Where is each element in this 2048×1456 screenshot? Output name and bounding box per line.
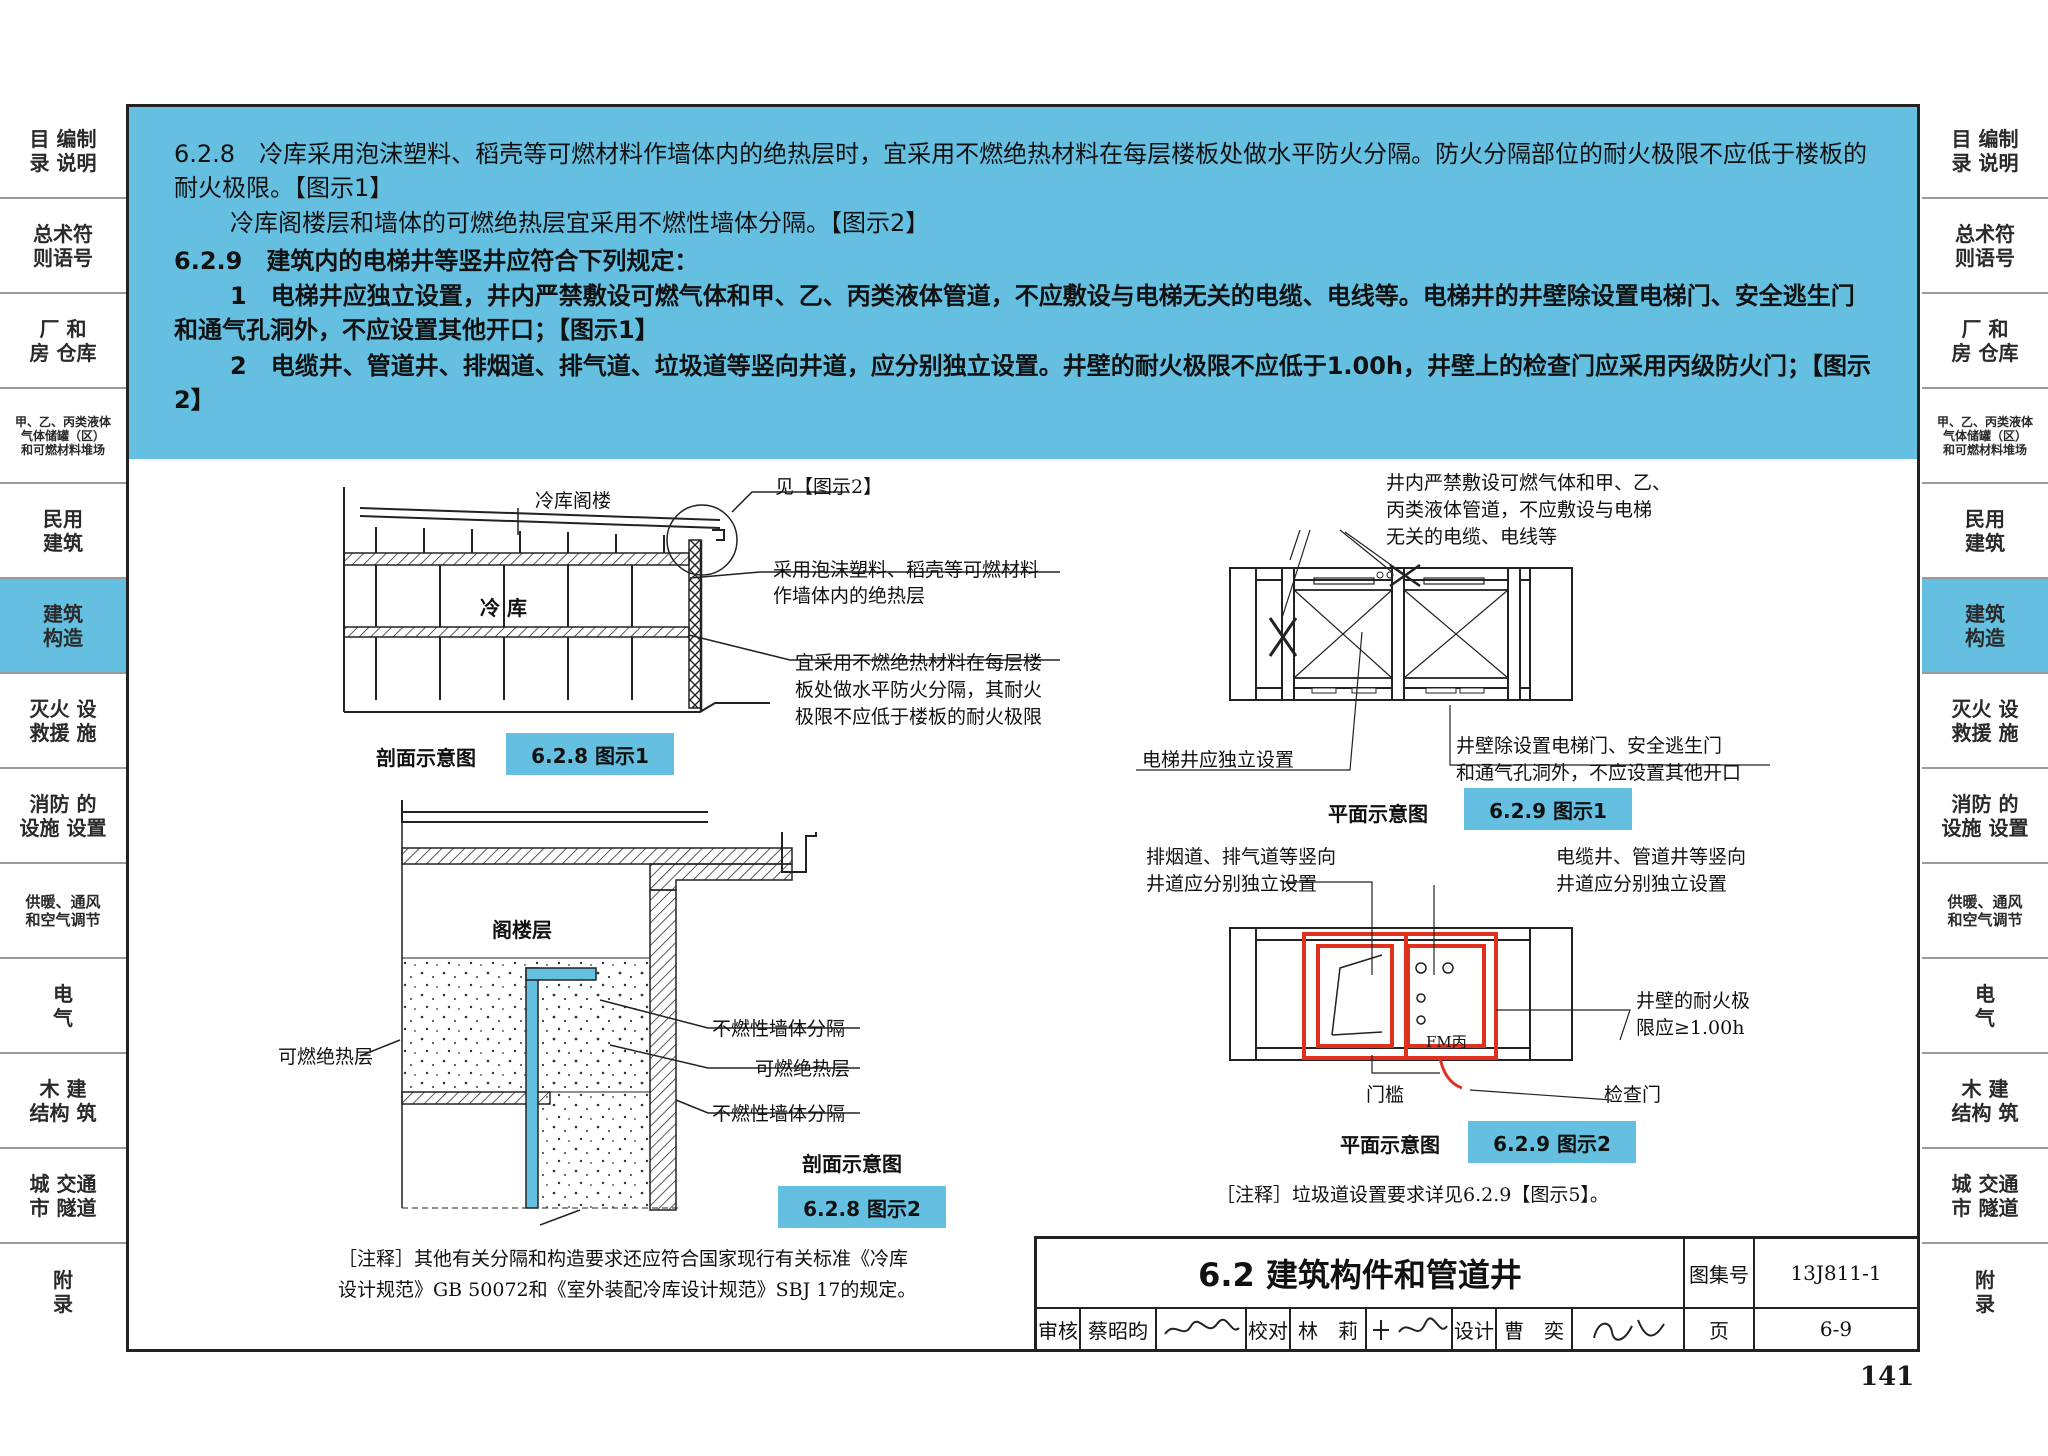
design-label: 设计 <box>1453 1309 1497 1349</box>
page-number: 141 <box>1860 1362 1915 1392</box>
tab-hvac[interactable]: 供暖、通风 和空气调节 <box>1922 864 2048 959</box>
fig3-label-left: 电梯井应独立设置 <box>1142 749 1295 771</box>
fig4-label-right-2: 井道应分别独立设置 <box>1556 873 1728 895</box>
tab-directory[interactable]: 目 编制 录 说明 <box>1922 104 2048 199</box>
fig3-caption: 平面示意图 <box>1328 802 1428 826</box>
fig2-label-combustible: 可燃绝热层 <box>278 1046 374 1068</box>
atlas-label: 图集号 <box>1685 1239 1755 1309</box>
clause-6-2-9: 6.2.9 建筑内的电梯井等竖井应符合下列规定： <box>174 247 699 275</box>
page-label: 页 <box>1685 1309 1755 1349</box>
tab-factory-warehouse[interactable]: 厂 和 房 仓库 <box>1922 294 2048 389</box>
tab-appendix[interactable]: 附 录 <box>1922 1244 2048 1339</box>
note-left-line-1: ［注释］其他有关分隔和构造要求还应符合国家现行有关标准《冷库 <box>338 1248 909 1270</box>
tab-factory-warehouse[interactable]: 厂 和 房 仓库 <box>0 294 126 389</box>
fig3-label-top-2: 丙类液体管道，不应敷设与电梯 <box>1386 499 1653 521</box>
tab-general-terms[interactable]: 总术符 则语号 <box>1922 199 2048 294</box>
review-name: 蔡昭昀 <box>1081 1309 1157 1349</box>
title-block: 6.2 建筑构件和管道井 图集号 13J811-1 审核 蔡昭昀 校对 林 莉 … <box>1034 1236 1920 1352</box>
fig1-label-see: 见【图示2】 <box>775 476 883 498</box>
tab-hvac[interactable]: 供暖、通风 和空气调节 <box>0 864 126 959</box>
clause-6-2-9-item-1: 1 电梯井应独立设置，井内严禁敷设可燃气体和甲、乙、丙类液体管道，不应敷设与电梯… <box>174 282 1855 344</box>
tab-urban-tunnels[interactable]: 城 交通 市 隧道 <box>0 1149 126 1244</box>
tab-fire-rescue[interactable]: 灭火 设 救援 施 <box>0 674 126 769</box>
fig4-label-fire-2: 限应≥1.00h <box>1636 1017 1745 1039</box>
fig4-label-fire-1: 井壁的耐火极 <box>1636 990 1751 1012</box>
page-code: 6-9 <box>1819 1317 1853 1341</box>
fig1-label-insul-2: 作墙体内的绝热层 <box>773 585 926 607</box>
tab-fire-rescue[interactable]: 灭火 设 救援 施 <box>1922 674 2048 769</box>
clause-6-2-8-sub: 冷库阁楼层和墙体的可燃绝热层宜采用不燃性墙体分隔。【图示2】 <box>230 209 930 237</box>
fig1-label-insul-1: 采用泡沫塑料、稻壳等可燃材料 <box>773 559 1040 581</box>
tab-directory[interactable]: 目 编制 录 说明 <box>0 104 126 199</box>
fig4-label-sill: 门槛 <box>1366 1084 1405 1106</box>
figure-cold-storage-section <box>343 487 1060 713</box>
figure-elevator-shaft-plan <box>1136 529 1770 771</box>
fig4-label-door: 检查门 <box>1604 1084 1662 1106</box>
tab-general-terms[interactable]: 总术符 则语号 <box>0 199 126 294</box>
tab-electrical[interactable]: 电 气 <box>1922 959 2048 1054</box>
fig4-caption: 平面示意图 <box>1340 1133 1440 1157</box>
tab-storage-tanks[interactable]: 甲、乙、丙类液体 气体储罐（区） 和可燃材料堆场 <box>0 389 126 484</box>
page-frame <box>126 104 1920 1352</box>
fig3-label-right-2: 和通气孔洞外，不应设置其他开口 <box>1456 762 1742 784</box>
tab-storage-tanks[interactable]: 甲、乙、丙类液体 气体储罐（区） 和可燃材料堆场 <box>1922 389 2048 484</box>
tab-civil-buildings[interactable]: 民用 建筑 <box>0 484 126 579</box>
fig1-label-room: 冷 库 <box>480 596 527 620</box>
tab-timber-buildings[interactable]: 木 建 结构 筑 <box>1922 1054 2048 1149</box>
fig1-label-sep-3: 极限不应低于楼板的耐火极限 <box>795 706 1043 728</box>
figure-attic-section <box>359 800 860 1226</box>
fig3-label-right-1: 井壁除设置电梯门、安全逃生门 <box>1456 735 1723 757</box>
design-signature <box>1573 1309 1685 1349</box>
fig1-label-attic: 冷库阁楼 <box>535 490 612 512</box>
tab-building-construction[interactable]: 建筑 构造 <box>0 579 126 674</box>
fig2-caption: 剖面示意图 <box>802 1152 902 1176</box>
tab-civil-buildings[interactable]: 民用 建筑 <box>1922 484 2048 579</box>
clause-6-2-8: 6.2.8 冷库采用泡沫塑料、稻壳等可燃材料作墙体内的绝热层时，宜采用不燃绝热材… <box>174 140 1868 202</box>
note-right: ［注释］垃圾道设置要求详见6.2.9【图示5】。 <box>1216 1184 1609 1206</box>
fig4-label-fm: FM丙 <box>1426 1033 1467 1051</box>
design-name: 曹 奕 <box>1497 1309 1573 1349</box>
fig3-label-top-3: 无关的电缆、电线等 <box>1386 526 1558 548</box>
clause-6-2-9-item-2: 2 电缆井、管道井、排烟道、排气道、垃圾道等竖向井道，应分别独立设置。井壁的耐火… <box>174 352 1871 414</box>
fig3-label-top-1: 井内严禁敷设可燃气体和甲、乙、 <box>1386 472 1672 494</box>
fig1-badge: 6.2.8 图示1 <box>506 733 674 775</box>
review-label: 审核 <box>1037 1309 1081 1349</box>
check-label: 校对 <box>1247 1309 1291 1349</box>
check-name: 林 莉 <box>1291 1309 1367 1349</box>
tab-appendix[interactable]: 附 录 <box>0 1244 126 1339</box>
drawing-title: 6.2 建筑构件和管道井 <box>1037 1239 1685 1309</box>
figure-pipe-shaft-plan <box>1229 881 1631 1101</box>
tab-electrical[interactable]: 电 气 <box>0 959 126 1054</box>
tab-urban-tunnels[interactable]: 城 交通 市 隧道 <box>1922 1149 2048 1244</box>
fig4-label-left-2: 井道应分别独立设置 <box>1146 873 1318 895</box>
fig2-label-wall-2: 不燃性墙体分隔 <box>712 1103 846 1125</box>
fig1-label-sep-1: 宜采用不燃绝热材料在每层楼 <box>795 652 1043 674</box>
fig1-label-sep-2: 板处做水平防火分隔，其耐火 <box>795 679 1043 701</box>
clause-text-panel <box>129 107 1917 459</box>
check-signature <box>1367 1309 1453 1349</box>
tab-fire-facilities[interactable]: 消防 的 设施 设置 <box>1922 769 2048 864</box>
fig2-label-insul: 可燃绝热层 <box>755 1058 851 1080</box>
tab-timber-buildings[interactable]: 木 建 结构 筑 <box>0 1054 126 1149</box>
review-signature <box>1157 1309 1247 1349</box>
tab-building-construction[interactable]: 建筑 构造 <box>1922 579 2048 674</box>
fig4-badge: 6.2.9 图示2 <box>1468 1121 1636 1163</box>
tab-fire-facilities[interactable]: 消防 的 设施 设置 <box>0 769 126 864</box>
fig2-label-attic: 阁楼层 <box>492 918 552 942</box>
fig4-label-left-1: 排烟道、排气道等竖向 <box>1146 846 1337 868</box>
fig3-badge: 6.2.9 图示1 <box>1464 788 1632 830</box>
atlas-number: 13J811-1 <box>1755 1239 1917 1309</box>
fig4-label-right-1: 电缆井、管道井等竖向 <box>1556 846 1747 868</box>
note-left-line-2: 设计规范》GB 50072和《室外装配冷库设计规范》SBJ 17的规定。 <box>338 1279 917 1301</box>
fig1-caption: 剖面示意图 <box>376 746 476 770</box>
fig2-badge: 6.2.8 图示2 <box>778 1186 946 1228</box>
fig2-label-wall-1: 不燃性墙体分隔 <box>712 1018 846 1040</box>
